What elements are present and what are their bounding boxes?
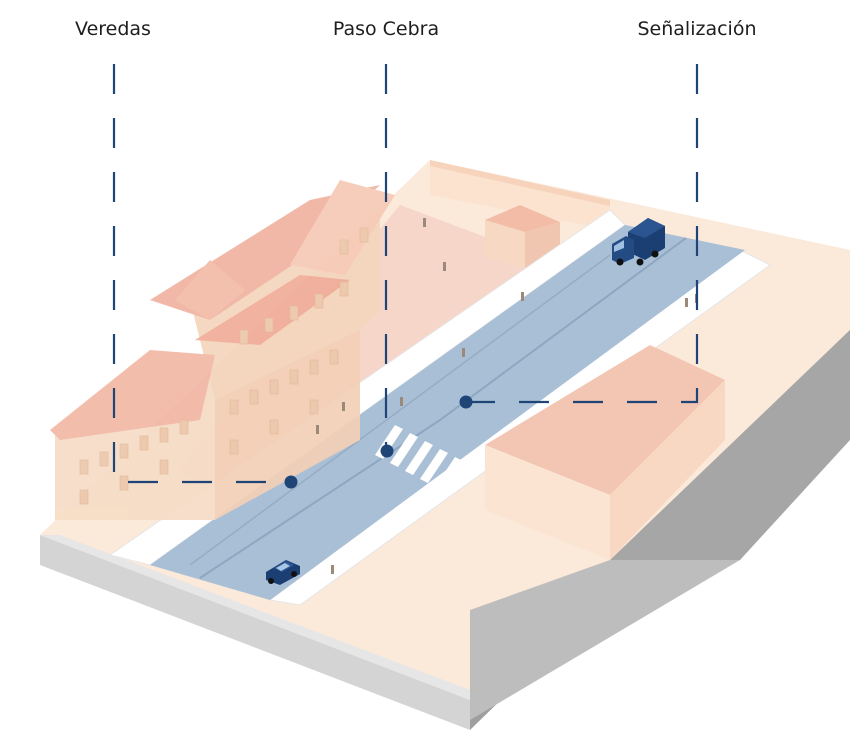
window: [314, 293, 324, 309]
window: [239, 329, 249, 345]
truck-wheel: [651, 250, 659, 258]
road: [150, 225, 745, 600]
leader-line-senalizacion: [466, 64, 699, 404]
window: [99, 451, 109, 467]
corner-building-roof: [485, 345, 725, 495]
base-left-side: [40, 535, 470, 730]
pedestrian-icon: [462, 348, 465, 357]
car-icon: [266, 560, 300, 585]
window: [339, 239, 349, 255]
historic-building: [50, 180, 395, 520]
building-roof-left: [50, 350, 215, 440]
pedestrian-icon: [400, 397, 403, 406]
pedestrian-icon: [423, 218, 426, 227]
zebra-stripe: [390, 433, 418, 467]
window: [119, 443, 129, 459]
window: [139, 435, 149, 451]
window: [359, 227, 369, 243]
truck-wheel: [616, 258, 624, 266]
marker-veredas: [284, 475, 298, 489]
window: [229, 399, 239, 415]
truck-icon: [612, 218, 665, 266]
base-front-face: [470, 560, 740, 720]
window: [329, 349, 339, 365]
label-senalizacion: Señalización: [637, 18, 756, 40]
truck-windshield: [614, 240, 624, 252]
window: [339, 281, 349, 297]
window: [179, 419, 189, 435]
corner-building: [485, 345, 725, 560]
car-wheel: [268, 578, 274, 584]
window: [289, 305, 299, 321]
window: [249, 389, 259, 405]
window: [264, 317, 274, 333]
zebra-stripe: [435, 457, 463, 491]
kiosk-front: [485, 220, 525, 268]
pedestrian-icon: [443, 262, 446, 271]
zebra-stripe: [405, 441, 433, 475]
base-front-left: [40, 535, 470, 700]
window: [269, 419, 279, 435]
window: [309, 359, 319, 375]
window: [309, 399, 319, 415]
pedestrian-icon: [342, 402, 345, 411]
marker-paso-cebra: [380, 444, 394, 458]
road-surface: [150, 225, 745, 600]
building-tower-right: [290, 180, 395, 275]
pedestrian-icon: [521, 292, 524, 301]
window: [79, 489, 89, 505]
road-lane-line: [189, 254, 611, 566]
pedestrian-icon: [331, 565, 334, 574]
window: [79, 459, 89, 475]
building-windows: [79, 227, 369, 505]
label-paso-cebra: Paso Cebra: [333, 18, 439, 40]
pedestrian-icon: [316, 425, 319, 434]
truck-wheel: [636, 258, 644, 266]
window: [159, 427, 169, 443]
window: [119, 475, 129, 491]
window: [289, 369, 299, 385]
rear-wall: [430, 165, 610, 230]
pedestrian-icon: [685, 298, 688, 307]
car-window: [276, 563, 290, 571]
marker-senalizacion: [459, 395, 473, 409]
kiosk-roof: [485, 205, 560, 232]
window: [159, 459, 169, 475]
zebra-stripe: [420, 449, 448, 483]
building-roof-front: [195, 275, 350, 345]
rear-wall-top: [430, 160, 610, 206]
building-tower-roof: [175, 260, 245, 320]
base-right-face: [610, 330, 850, 560]
truck-cargo-top: [628, 218, 665, 238]
truck-cab: [612, 236, 634, 264]
car-wheel: [291, 571, 297, 577]
corner-building-front: [485, 445, 610, 560]
leader-senalizacion: [466, 64, 699, 404]
corner-building-side: [610, 380, 725, 560]
window: [229, 439, 239, 455]
label-veredas: Veredas: [75, 18, 151, 40]
window: [269, 379, 279, 395]
road-center-line: [199, 237, 687, 579]
